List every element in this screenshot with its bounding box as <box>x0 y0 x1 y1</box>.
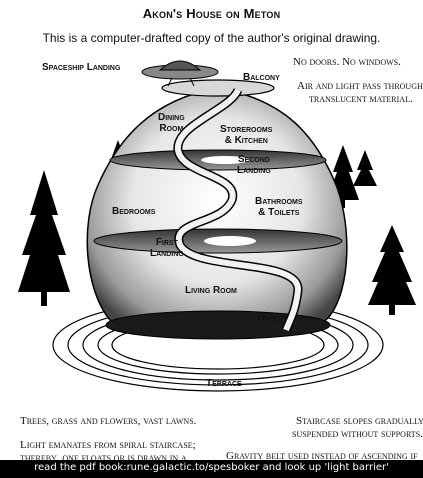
tree-icon <box>353 150 377 186</box>
note-light-1: Light emanates from spiral staircase; <box>20 439 196 451</box>
label-first-line2: Landing <box>150 248 184 259</box>
label-spaceship-landing: Spaceship Landing <box>42 62 121 73</box>
label-outlet: Outlet <box>257 313 288 324</box>
label-storerooms-line1: Storerooms <box>220 124 273 135</box>
note-staircase-1: Staircase slopes gradually, <box>296 415 423 427</box>
note-air-light-2: translucent material. <box>309 93 413 105</box>
diagram-subtitle: This is a computer-drafted copy of the a… <box>42 31 381 45</box>
dome-base <box>105 310 331 340</box>
label-second-landing: Second Landing <box>237 154 271 176</box>
label-living-room: Living Room <box>185 285 237 296</box>
label-dining-line2: Room <box>159 123 184 134</box>
note-no-doors: No doors. No windows. <box>293 56 401 68</box>
label-first-line1: First <box>155 237 178 248</box>
label-bathrooms: Bathrooms & Toilets <box>255 196 303 218</box>
tree-icon <box>368 225 416 315</box>
label-storerooms-line2: & Kitchen <box>224 135 268 146</box>
label-terrace: Terrace <box>206 378 242 389</box>
tree-icon <box>18 170 70 306</box>
bottom-banner[interactable]: read the pdf book:rune.galactic.to/spesb… <box>0 460 423 478</box>
label-second-line1: Second <box>237 154 270 165</box>
balcony-disc <box>161 79 275 97</box>
spaceship-icon <box>141 60 219 87</box>
label-dining-room: Dining Room <box>158 112 185 134</box>
label-balcony: Balcony <box>243 72 280 83</box>
diagram-title: Akon's House on Meton <box>142 6 281 21</box>
label-bedrooms: Bedrooms <box>112 206 156 217</box>
label-dining-line1: Dining <box>158 112 185 123</box>
label-storerooms: Storerooms & Kitchen <box>220 124 272 146</box>
floor-discs <box>93 149 343 254</box>
note-staircase-2: suspended without supports. <box>292 428 423 440</box>
label-second-line2: Landing <box>237 165 271 176</box>
note-trees: Trees, grass and flowers, vast lawns. <box>20 415 197 427</box>
note-air-light-1: Air and light pass through <box>297 80 423 92</box>
note-gravity-belt: Gravity belt used instead of ascending i… <box>226 450 418 462</box>
label-bathrooms-line2: & Toilets <box>258 207 300 218</box>
label-bathrooms-line1: Bathrooms <box>255 196 303 207</box>
staircase-inner <box>175 88 302 332</box>
label-first-landing: First Landing <box>150 237 184 259</box>
